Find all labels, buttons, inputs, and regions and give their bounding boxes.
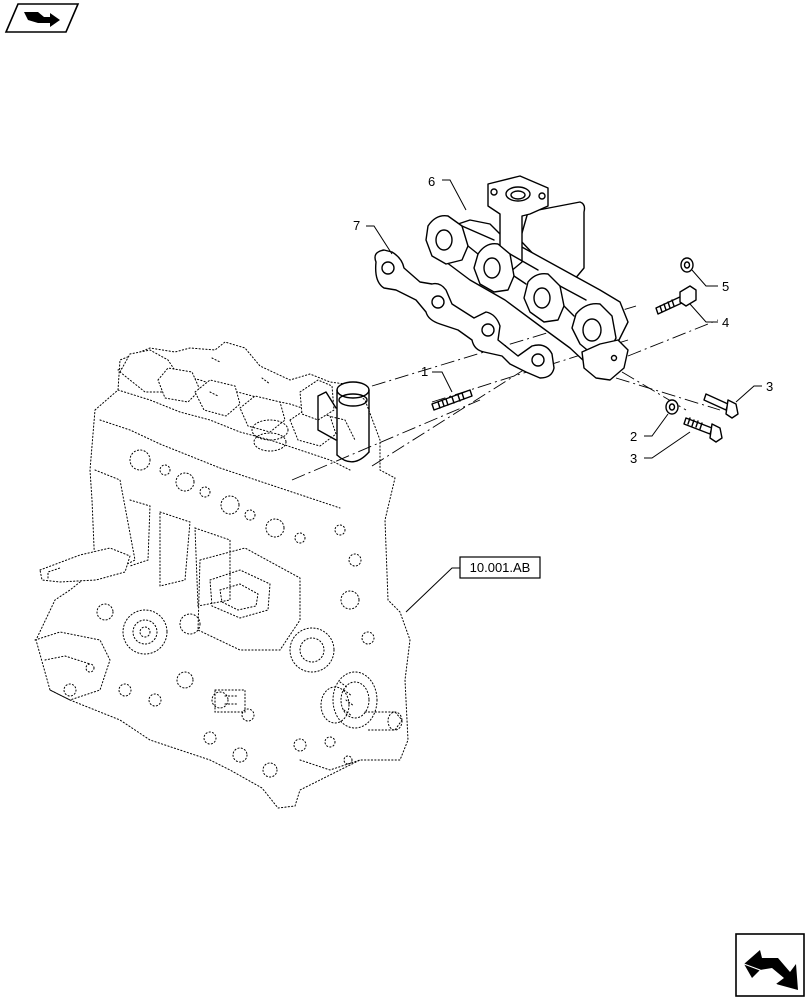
callout-7: 7 [353, 218, 360, 233]
callout-5: 5 [722, 279, 729, 294]
callout-3-lower: 3 [630, 451, 637, 466]
stud [431, 389, 473, 411]
bolt-upper [655, 285, 697, 315]
bolt-lower [683, 417, 723, 443]
callout-2: 2 [630, 429, 637, 444]
exhaust-manifold [425, 175, 629, 381]
callout-3-right: 3 [766, 379, 773, 394]
previous-page-arrow-icon[interactable] [4, 3, 80, 33]
section-reference[interactable]: 10.001.AB [459, 556, 541, 579]
bolt-right [703, 393, 739, 419]
exhaust-manifold-gasket [374, 249, 555, 379]
callout-4: 4 [722, 315, 729, 330]
callout-1: 1 [421, 364, 428, 379]
washer-lower [665, 399, 679, 415]
outlet-tube [317, 381, 370, 463]
engine-block [34, 341, 411, 809]
section-reference-label: 10.001.AB [470, 560, 531, 575]
next-page-arrow-icon[interactable] [735, 933, 805, 997]
callout-leaders [366, 179, 762, 613]
callout-6: 6 [428, 174, 435, 189]
washer-upper [680, 257, 694, 273]
